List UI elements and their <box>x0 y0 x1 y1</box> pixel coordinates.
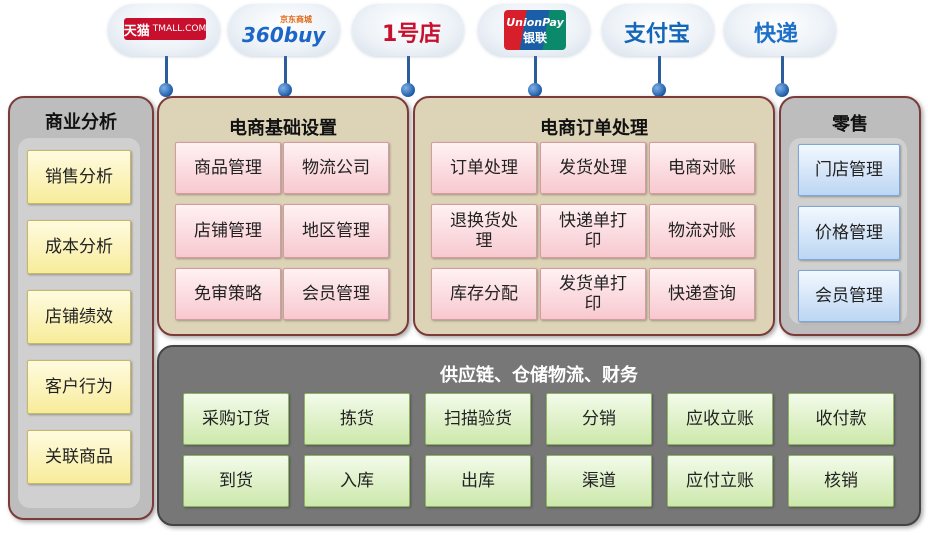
360buy-logo: 京东商城 360buy <box>242 14 325 45</box>
unionpay-logo-en: UnionPay <box>506 16 564 29</box>
tmall-logo-cloud: 天猫 TMALL.COM <box>108 4 220 56</box>
connector-dot <box>528 83 542 97</box>
tmall-logo: 天猫 TMALL.COM <box>124 18 206 40</box>
receivable-item[interactable]: 应收立账 <box>667 393 773 445</box>
warehouse-in-item[interactable]: 入库 <box>304 455 410 507</box>
customer-behavior-item[interactable]: 客户行为 <box>27 360 131 414</box>
region-management-item[interactable]: 地区管理 <box>283 204 389 258</box>
alipay-logo: 支付宝 <box>624 22 691 47</box>
retail-panel: 零售 门店管理 价格管理 会员管理 <box>779 96 921 336</box>
ecommerce-reconciliation-item[interactable]: 电商对账 <box>649 142 755 194</box>
inventory-allocation-item[interactable]: 库存分配 <box>431 268 537 320</box>
warehouse-out-item[interactable]: 出库 <box>425 455 531 507</box>
product-management-item[interactable]: 商品管理 <box>175 142 281 194</box>
related-products-item[interactable]: 关联商品 <box>27 430 131 484</box>
return-exchange-item[interactable]: 退换货处理 <box>431 204 537 258</box>
connector-line <box>781 52 784 90</box>
yihaodian-logo: 1号店 <box>382 22 442 47</box>
business-analysis-title: 商业分析 <box>45 112 117 133</box>
express-tracking-item[interactable]: 快递查询 <box>649 268 755 320</box>
alipay-logo-cloud: 支付宝 <box>602 4 714 56</box>
scan-inspection-item[interactable]: 扫描验货 <box>425 393 531 445</box>
supply-chain-panel: 供应链、仓储物流、财务 采购订货 拣货 扫描验货 分销 应收立账 收付款 到货 … <box>157 345 921 526</box>
store-management-retail-item[interactable]: 门店管理 <box>798 144 900 196</box>
sales-analysis-item[interactable]: 销售分析 <box>27 150 131 204</box>
unionpay-logo: UnionPay 银联 <box>504 10 566 50</box>
connector-dot <box>652 83 666 97</box>
logistics-reconciliation-item[interactable]: 物流对账 <box>649 204 755 258</box>
unionpay-logo-cn: 银联 <box>522 31 547 45</box>
logistics-company-item[interactable]: 物流公司 <box>283 142 389 194</box>
ecommerce-order-processing-panel: 电商订单处理 订单处理 发货处理 电商对账 退换货处理 快递单打印 物流对账 库… <box>413 96 775 336</box>
purchase-order-item[interactable]: 采购订货 <box>183 393 289 445</box>
payable-item[interactable]: 应付立账 <box>667 455 773 507</box>
distribution-item[interactable]: 分销 <box>546 393 652 445</box>
connector-line <box>165 52 168 90</box>
review-exemption-item[interactable]: 免审策略 <box>175 268 281 320</box>
connector-dot <box>775 83 789 97</box>
order-processing-item[interactable]: 订单处理 <box>431 142 537 194</box>
receipt-payment-item[interactable]: 收付款 <box>788 393 894 445</box>
connector-dot <box>159 83 173 97</box>
connector-line <box>407 52 410 90</box>
connector-dot <box>278 83 292 97</box>
business-analysis-panel: 商业分析 销售分析 成本分析 店铺绩效 客户行为 关联商品 <box>8 96 154 520</box>
supply-chain-title: 供应链、仓储物流、财务 <box>440 365 638 386</box>
connector-line <box>534 52 537 90</box>
picking-item[interactable]: 拣货 <box>304 393 410 445</box>
channel-item[interactable]: 渠道 <box>546 455 652 507</box>
360buy-logo-cn: 京东商城 <box>280 15 312 24</box>
360buy-logo-en: 360buy <box>242 23 326 47</box>
retail-title: 零售 <box>832 114 868 135</box>
ecommerce-basic-settings-title: 电商基础设置 <box>229 118 337 139</box>
tmall-logo-cn: 天猫 <box>123 23 150 39</box>
ecommerce-basic-settings-panel: 电商基础设置 商品管理 物流公司 店铺管理 地区管理 免审策略 会员管理 <box>157 96 409 336</box>
express-logo: 快递 <box>754 22 799 47</box>
connector-dot <box>401 83 415 97</box>
store-management-item[interactable]: 店铺管理 <box>175 204 281 258</box>
price-management-item[interactable]: 价格管理 <box>798 206 900 260</box>
express-logo-cloud: 快递 <box>724 4 836 56</box>
cost-analysis-item[interactable]: 成本分析 <box>27 220 131 274</box>
tmall-logo-en: TMALL.COM <box>152 24 207 34</box>
connector-line <box>658 52 661 90</box>
ecommerce-order-processing-title: 电商订单处理 <box>540 118 648 139</box>
delivery-note-print-item[interactable]: 发货单打印 <box>540 268 646 320</box>
member-management-retail-item[interactable]: 会员管理 <box>798 270 900 322</box>
shipping-processing-item[interactable]: 发货处理 <box>540 142 646 194</box>
360buy-logo-cloud: 京东商城 360buy <box>228 4 340 56</box>
yihaodian-logo-cloud: 1号店 <box>352 4 464 56</box>
member-management-item[interactable]: 会员管理 <box>283 268 389 320</box>
connector-line <box>284 52 287 90</box>
write-off-item[interactable]: 核销 <box>788 455 894 507</box>
store-performance-item[interactable]: 店铺绩效 <box>27 290 131 344</box>
unionpay-logo-cloud: UnionPay 银联 <box>478 4 590 56</box>
arrival-item[interactable]: 到货 <box>183 455 289 507</box>
express-label-print-item[interactable]: 快递单打印 <box>540 204 646 258</box>
